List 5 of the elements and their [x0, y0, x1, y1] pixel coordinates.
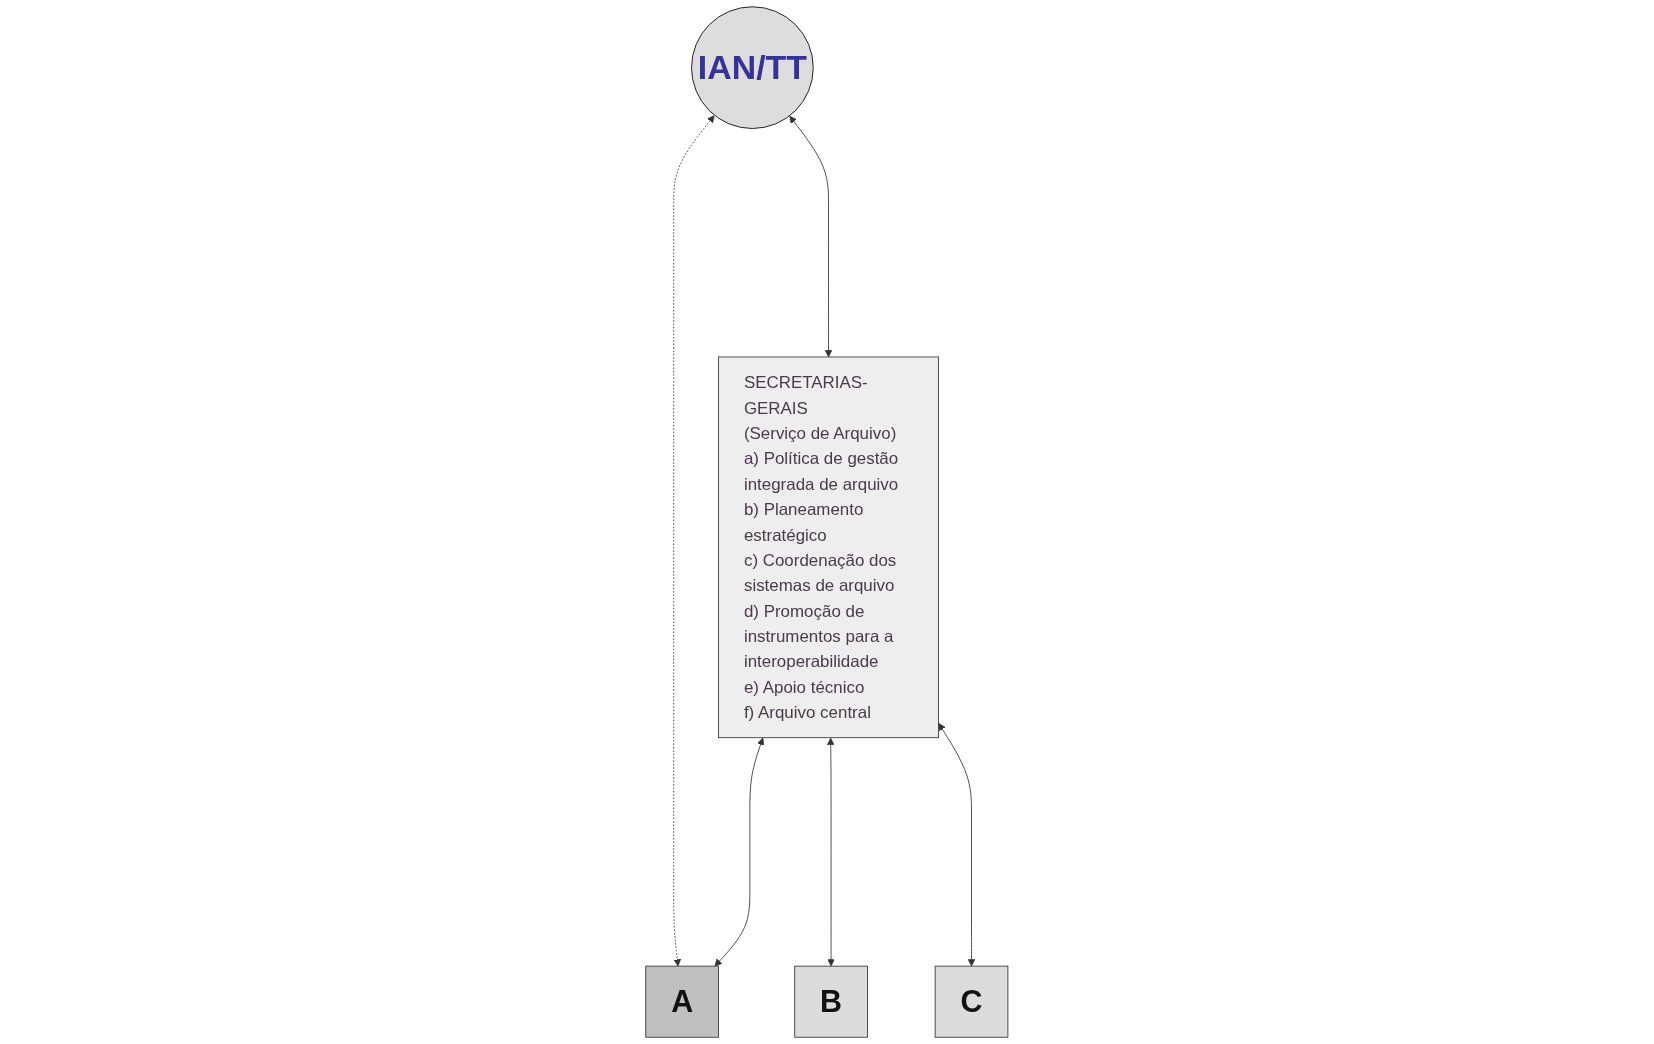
node-box: C [934, 965, 1009, 1038]
node-box: SECRETARIAS-GERAIS (Serviço de Arquivo) a) Política de gestão integrada de arquivo b) Planeamento estratégico c) Coordenação dos sistemas de arquivo d) Promoção de instrumentos para a interoperabilidade e) Apoio técnico f) Arquivo central [718, 356, 940, 739]
node-box: A [645, 965, 720, 1038]
node-box: B [794, 965, 869, 1038]
node-circle: IAN/TT [691, 6, 814, 129]
